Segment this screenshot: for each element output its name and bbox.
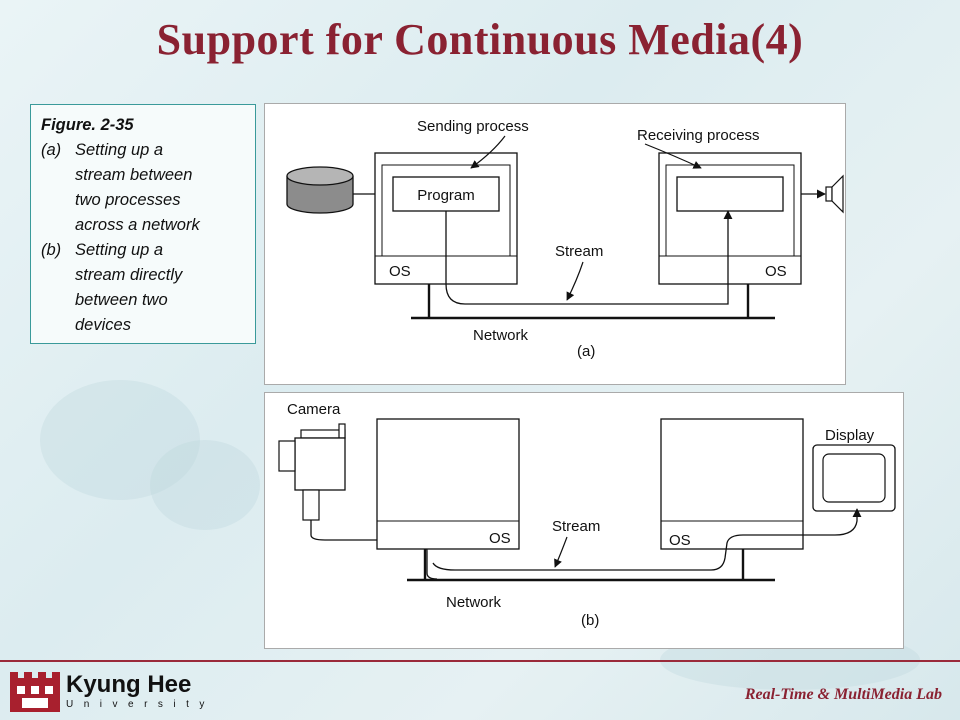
lab-name: Real-Time & MultiMedia Lab [744,686,942,703]
caption-item-label: (a) [41,141,62,159]
caption-line: stream directly [75,266,183,284]
receiving-program-box [676,176,784,212]
right-computer: OS [660,418,804,550]
caption-line: Setting up a [75,241,164,259]
diagram-b-panel: OS OS Camera Display Stream Network (b) [264,392,904,649]
university-logo [8,668,62,719]
caption-heading: Figure. 2-35 [41,116,134,134]
camera-label: Camera [287,401,341,418]
caption-item-a: (a) Setting up a stream between two proc… [41,138,245,238]
slide-title: Support for Continuous Media(4) [156,15,804,64]
display-icon [812,444,896,512]
caption-item-label: (b) [41,241,62,259]
receiving-computer: OS [658,152,802,285]
background-decoration [40,380,200,500]
stream-path [445,210,733,305]
panel-label-a: (a) [577,343,595,360]
os-label-left: OS [489,530,511,547]
background-decoration [150,440,260,530]
stream-pointer [566,261,584,301]
caption-line: stream between [75,166,193,184]
stream-pointer [554,536,568,568]
os-label-right: OS [765,263,787,280]
display-label: Display [825,427,875,444]
program-box [392,176,500,212]
receiving-process-label: Receiving process [637,127,760,144]
network-label: Network [446,594,502,611]
os-label-right: OS [669,532,691,549]
figure-caption: Figure. 2-35 (a) Setting up a stream bet… [30,104,256,344]
os-label-left: OS [389,263,411,280]
diagram-b: OS OS Camera Display Stream Network (b) [278,401,896,629]
sending-process-label: Sending process [417,118,529,135]
stream-label: Stream [555,243,603,260]
caption-line: across a network [75,216,200,234]
network-label: Network [473,327,529,344]
university-name: Kyung Hee [66,671,192,698]
caption-line: between two [75,291,168,309]
university-subtitle: University [66,699,215,710]
caption-line: Setting up a [75,141,164,159]
caption-line: two processes [75,191,181,209]
speaker-icon [825,174,844,214]
stream-label: Stream [552,518,600,535]
program-label: Program [417,187,475,204]
stream-path [432,508,862,571]
caption-line: devices [75,316,131,334]
crest-icon [10,672,60,712]
diagram-a-panel: Program OS OS Sending process Receiving … [264,103,846,385]
footer-divider [0,660,960,662]
panel-label-b: (b) [581,612,599,629]
sending-process-pointer [470,135,506,169]
disk-icon [286,166,354,214]
diagram-a: Program OS OS Sending process Receiving … [286,118,844,360]
university-wordmark: Kyung Hee University [66,672,215,712]
camera-icon [278,423,346,521]
left-computer: OS [376,418,520,550]
receiving-process-pointer [644,143,702,169]
caption-item-b: (b) Setting up a stream directly between… [41,238,245,338]
